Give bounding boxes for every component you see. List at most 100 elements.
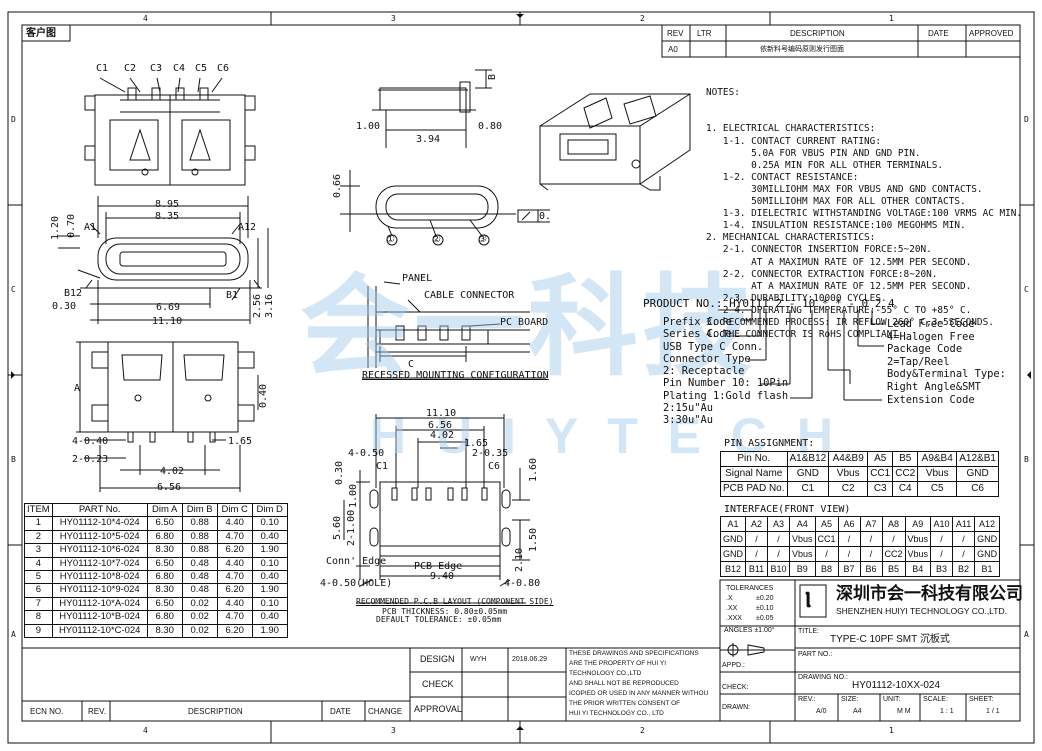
dim-6-56: 6.56 — [157, 482, 182, 493]
conn-edge-label: Conn' Edge — [326, 556, 387, 567]
notice-line: ICOPIED OR USED IN ANY MANNER WITHOU — [569, 690, 709, 697]
table-cell: Vbus — [904, 531, 932, 547]
dim-2-56: 2.56 — [252, 293, 263, 318]
table-cell: Vbus — [904, 546, 932, 562]
dim-pad-c4: C4 — [173, 63, 186, 74]
product-code-right-item: 4=Halogen Free — [887, 330, 975, 343]
tol-xx: .XX — [726, 605, 738, 612]
table-cell: 0.02 — [181, 623, 218, 639]
scale-value: 1 : 1 — [940, 708, 954, 715]
dim-1-20: 1.20 — [50, 215, 61, 240]
zone-bottom-1: 1 — [889, 726, 894, 735]
rev-label: REV.: — [798, 696, 816, 703]
table-cell: 8.30 — [146, 543, 183, 558]
table-cell: 1 — [24, 516, 53, 531]
table-cell: 4 — [24, 556, 53, 572]
table-cell: / — [859, 531, 883, 547]
product-code-right-item: Right Angle&SMT — [887, 380, 981, 393]
table-cell: PCB PAD No. — [720, 481, 788, 497]
table-cell: A7 — [859, 516, 883, 532]
table-cell: 1.90 — [251, 583, 288, 598]
ecn-change-label: CHANGE — [368, 707, 403, 716]
company-name-cn: 深圳市会一科技有限公司 — [836, 584, 1023, 603]
dim-pad-c2: C2 — [124, 63, 137, 74]
table-cell: HY01112-10*5-024 — [51, 529, 148, 545]
product-code-left-item: Prefix Code — [663, 316, 732, 328]
dim-pad-c6: C6 — [217, 63, 230, 74]
table-cell: Vbus — [789, 531, 816, 547]
tol-angles: ANGLES ±1.00° — [724, 627, 775, 634]
tol-xxx-val: ±0.05 — [756, 615, 774, 622]
dim-11-10: 11.10 — [152, 316, 183, 327]
table-cell: 6.50 — [146, 516, 183, 531]
zone-bottom-3: 3 — [391, 726, 396, 735]
size-value: A4 — [853, 708, 862, 715]
table-cell: 8.30 — [146, 623, 183, 639]
table-cell: Vbus — [917, 466, 958, 482]
table-cell: C2 — [828, 481, 869, 497]
approval-label: APPROVAL — [414, 704, 462, 714]
tol-xx-val: ±0.10 — [756, 605, 774, 612]
table-cell: 8.30 — [146, 583, 183, 598]
pcb-dim-2-10: 2.10 — [514, 547, 525, 572]
ecn-rev-label: REV. — [88, 707, 106, 716]
table-cell: / — [952, 531, 976, 547]
table-cell: 6.20 — [216, 583, 253, 598]
table-cell: 6.80 — [146, 610, 183, 625]
dim-0-80: 0.80 — [478, 121, 503, 132]
dim-1-00: 1.00 — [356, 121, 381, 132]
table-cell: A3 — [767, 516, 790, 532]
zone-right-c: C — [1024, 285, 1029, 294]
dim-flatness: 0. — [539, 211, 552, 222]
drawing-no-label: DRAWING NO.: — [798, 674, 848, 681]
dim-a1: A1 — [84, 222, 97, 233]
table-cell: / — [745, 546, 768, 562]
pcb-dim-5-60: 5.60 — [332, 515, 343, 540]
table-cell: / — [952, 546, 976, 562]
zone-left-d: D — [11, 115, 16, 124]
dim-8-95: 8.95 — [155, 199, 180, 210]
pc-board-label: PC BOARD — [500, 317, 549, 328]
table-cell: A12 — [974, 516, 1001, 532]
table-cell: GND — [974, 546, 1001, 562]
table-cell: / — [859, 546, 883, 562]
table-cell: A9&B4 — [917, 451, 958, 467]
table-cell: GND — [720, 546, 746, 562]
notice-line: AND SHALL NOT BE REPRODUCED — [569, 680, 679, 687]
panel-label: PANEL — [402, 273, 433, 284]
table-cell: / — [767, 546, 790, 562]
table-cell: HY01112-10*9-024 — [51, 583, 148, 598]
ecn-description-label: DESCRIPTION — [188, 707, 243, 716]
design-label: DESIGN — [420, 654, 455, 664]
zone-right-b: B — [1024, 455, 1029, 464]
unit-value: M M — [897, 708, 911, 715]
check-label: CHECK: — [722, 684, 749, 691]
drawing-no: HY01112-10XX-024 — [852, 680, 941, 691]
dim-6-69: 6.69 — [156, 302, 181, 313]
table-cell: 0.10 — [251, 516, 288, 531]
dim-3-94: 3.94 — [416, 134, 441, 145]
holes-label: 4-0.50(HOLE) — [320, 578, 393, 589]
table-cell: 0.48 — [181, 583, 218, 598]
rev-header-approved: APPROVED — [969, 29, 1014, 38]
pcb-dim-2x1-00: 2-1.00 — [346, 509, 357, 546]
note-line: 2. MECHANICAL CHARACTERISTICS: — [706, 232, 876, 244]
table-cell: 0.40 — [251, 610, 288, 625]
table-cell: A11 — [952, 516, 976, 532]
sheet-label: SHEET: — [969, 696, 994, 703]
rev-row-description: 依新料号编码原则发行图面 — [760, 46, 844, 53]
table-cell: GND — [720, 531, 746, 547]
table-cell: 2 — [24, 529, 53, 545]
dim-b12: B12 — [64, 288, 83, 299]
zone-right-d: D — [1024, 115, 1029, 124]
table-cell: / — [745, 531, 768, 547]
table-cell: HY01112-10*6-024 — [51, 543, 148, 558]
pcb-layout-title: RECOMMENDED P.C.B LAYOUT (COMPONENT SIDE… — [356, 597, 554, 606]
table-cell: 4.40 — [216, 516, 253, 531]
